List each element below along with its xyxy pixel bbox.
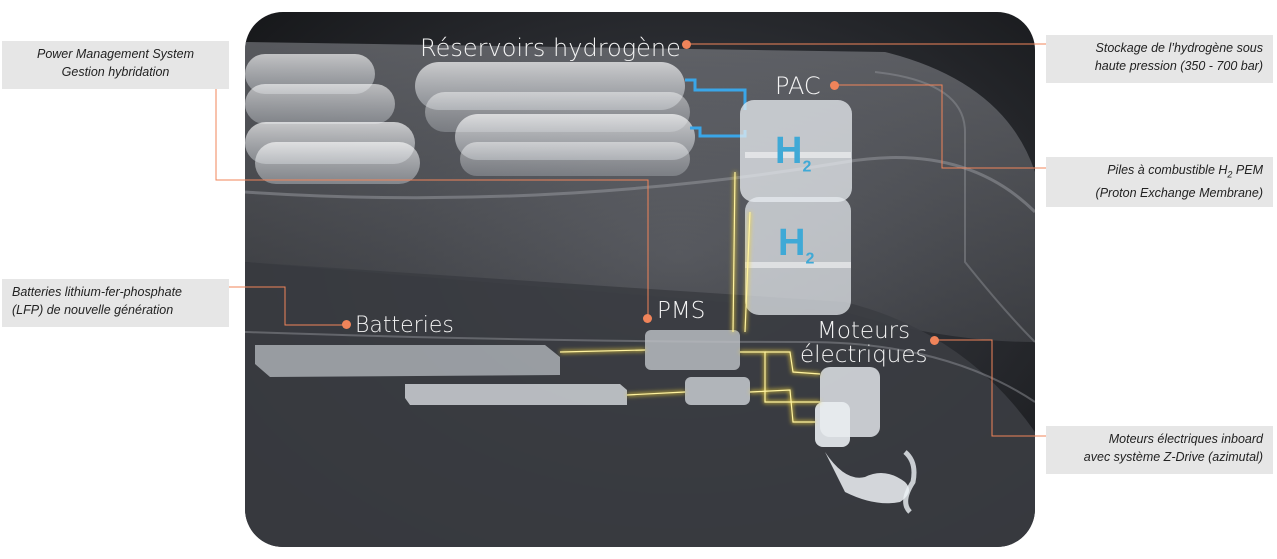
callout-pms: Power Management System Gestion hybridat… [2, 41, 229, 89]
dot-batteries-scene [342, 320, 351, 329]
battery-packs [255, 345, 627, 405]
electric-wiring [559, 171, 821, 423]
label-batteries: Batteries [355, 313, 454, 338]
callout-moteurs: Moteurs électriques inboard avec système… [1046, 426, 1273, 474]
label-pac: PAC [775, 72, 821, 100]
hydrogen-vessel-scene: Réservoirs hydrogène PAC PMS Batteries M… [245, 12, 1035, 547]
label-moteurs-line1: Moteurs [817, 318, 911, 344]
label-reservoirs: Réservoirs hydrogène [420, 34, 681, 62]
fuel-cell-stack [740, 100, 852, 315]
dot-pac-scene [830, 81, 839, 90]
label-moteurs-line2: électriques [800, 342, 928, 368]
vessel-illustration [245, 42, 1035, 547]
h2-mark-lower: H2 [778, 222, 815, 268]
label-pms: PMS [657, 298, 706, 324]
dot-pms-scene [643, 314, 652, 323]
h2-mark-upper: H2 [775, 130, 812, 176]
callout-batteries: Batteries lithium-fer-phosphate (LFP) de… [2, 279, 229, 327]
pms-unit [645, 330, 740, 370]
callout-stockage: Stockage de l’hydrogène sous haute press… [1046, 35, 1273, 83]
callout-piles: Piles à combustible H2 PEM (Proton Excha… [1046, 157, 1273, 207]
dot-moteurs-scene [930, 336, 939, 345]
dot-reservoirs-scene [682, 40, 691, 49]
pms-unit-secondary [685, 377, 750, 405]
electric-motors [815, 367, 917, 514]
piles-line1: Piles à combustible H2 PEM [1107, 163, 1263, 180]
hydrogen-tanks [245, 54, 695, 184]
